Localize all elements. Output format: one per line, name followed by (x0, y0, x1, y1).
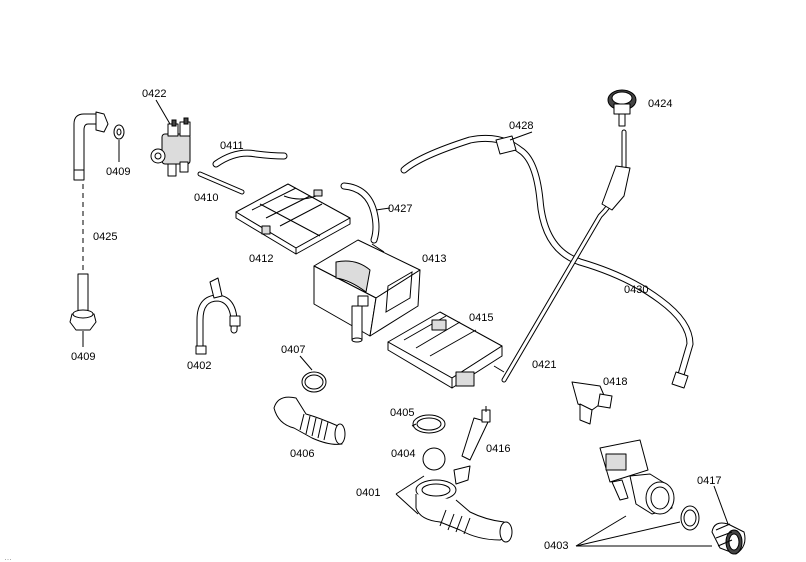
label-0428: 0428 (509, 120, 533, 132)
part-0428-drain-hose (400, 134, 694, 389)
part-0425-inlet-hose-bottom (69, 273, 97, 331)
label-0403: 0403 (544, 540, 568, 552)
part-0403-seal-ring (680, 505, 700, 531)
label-0410: 0410 (194, 192, 218, 204)
label-0415: 0415 (469, 312, 493, 324)
part-0411-hose (212, 149, 288, 168)
label-0412: 0412 (249, 253, 273, 265)
label-0411: 0411 (220, 140, 244, 152)
part-0412-dispenser-lid (235, 183, 351, 255)
label-0406: 0406 (290, 448, 314, 460)
label-0405: 0405 (390, 407, 414, 419)
label-0425: 0425 (93, 231, 117, 243)
part-0405-gasket (412, 414, 446, 434)
part-0406-bellows (273, 396, 346, 445)
part-0417-filter (711, 522, 746, 555)
part-0424-pressure-switch (607, 89, 637, 127)
footer-code: … (4, 553, 12, 562)
label-0409-top: 0409 (106, 166, 130, 178)
label-0430: 0430 (624, 284, 648, 296)
part-0415-detergent-drawer (387, 311, 503, 389)
label-0418: 0418 (603, 376, 627, 388)
part-0403-drain-pump (599, 439, 675, 515)
label-0407: 0407 (281, 344, 305, 356)
part-0407-ring (301, 371, 327, 393)
part-0401-sump-hose (415, 465, 513, 543)
part-0418-bracket (571, 381, 613, 425)
label-0402: 0402 (187, 360, 211, 372)
label-0416: 0416 (486, 443, 510, 455)
part-0409-washer-top (113, 124, 125, 140)
part-0425-inlet-hose-top (73, 111, 109, 181)
part-0427-hose (340, 182, 380, 244)
part-0430-pressure-hose (501, 129, 631, 383)
part-0410-tube (197, 171, 245, 195)
label-0422: 0422 (142, 88, 166, 100)
label-0401: 0401 (356, 487, 380, 499)
label-0404: 0404 (391, 448, 415, 460)
part-0404-ball (422, 447, 446, 471)
part-0402-bent-pipe (195, 277, 241, 355)
label-0409-bottom: 0409 (71, 351, 95, 363)
label-0421: 0421 (532, 359, 556, 371)
part-labels: 0422 0409 0411 0410 0425 0412 0427 0413 … (4, 88, 721, 562)
part-0422-inlet-valve (150, 117, 191, 177)
label-0424: 0424 (648, 98, 672, 110)
part-0416-sensor (461, 406, 491, 461)
label-0417: 0417 (697, 475, 721, 487)
label-0427: 0427 (388, 203, 412, 215)
label-0413: 0413 (422, 253, 446, 265)
part-0413-dispenser-housing (313, 239, 421, 343)
leader-lines (371, 131, 729, 547)
